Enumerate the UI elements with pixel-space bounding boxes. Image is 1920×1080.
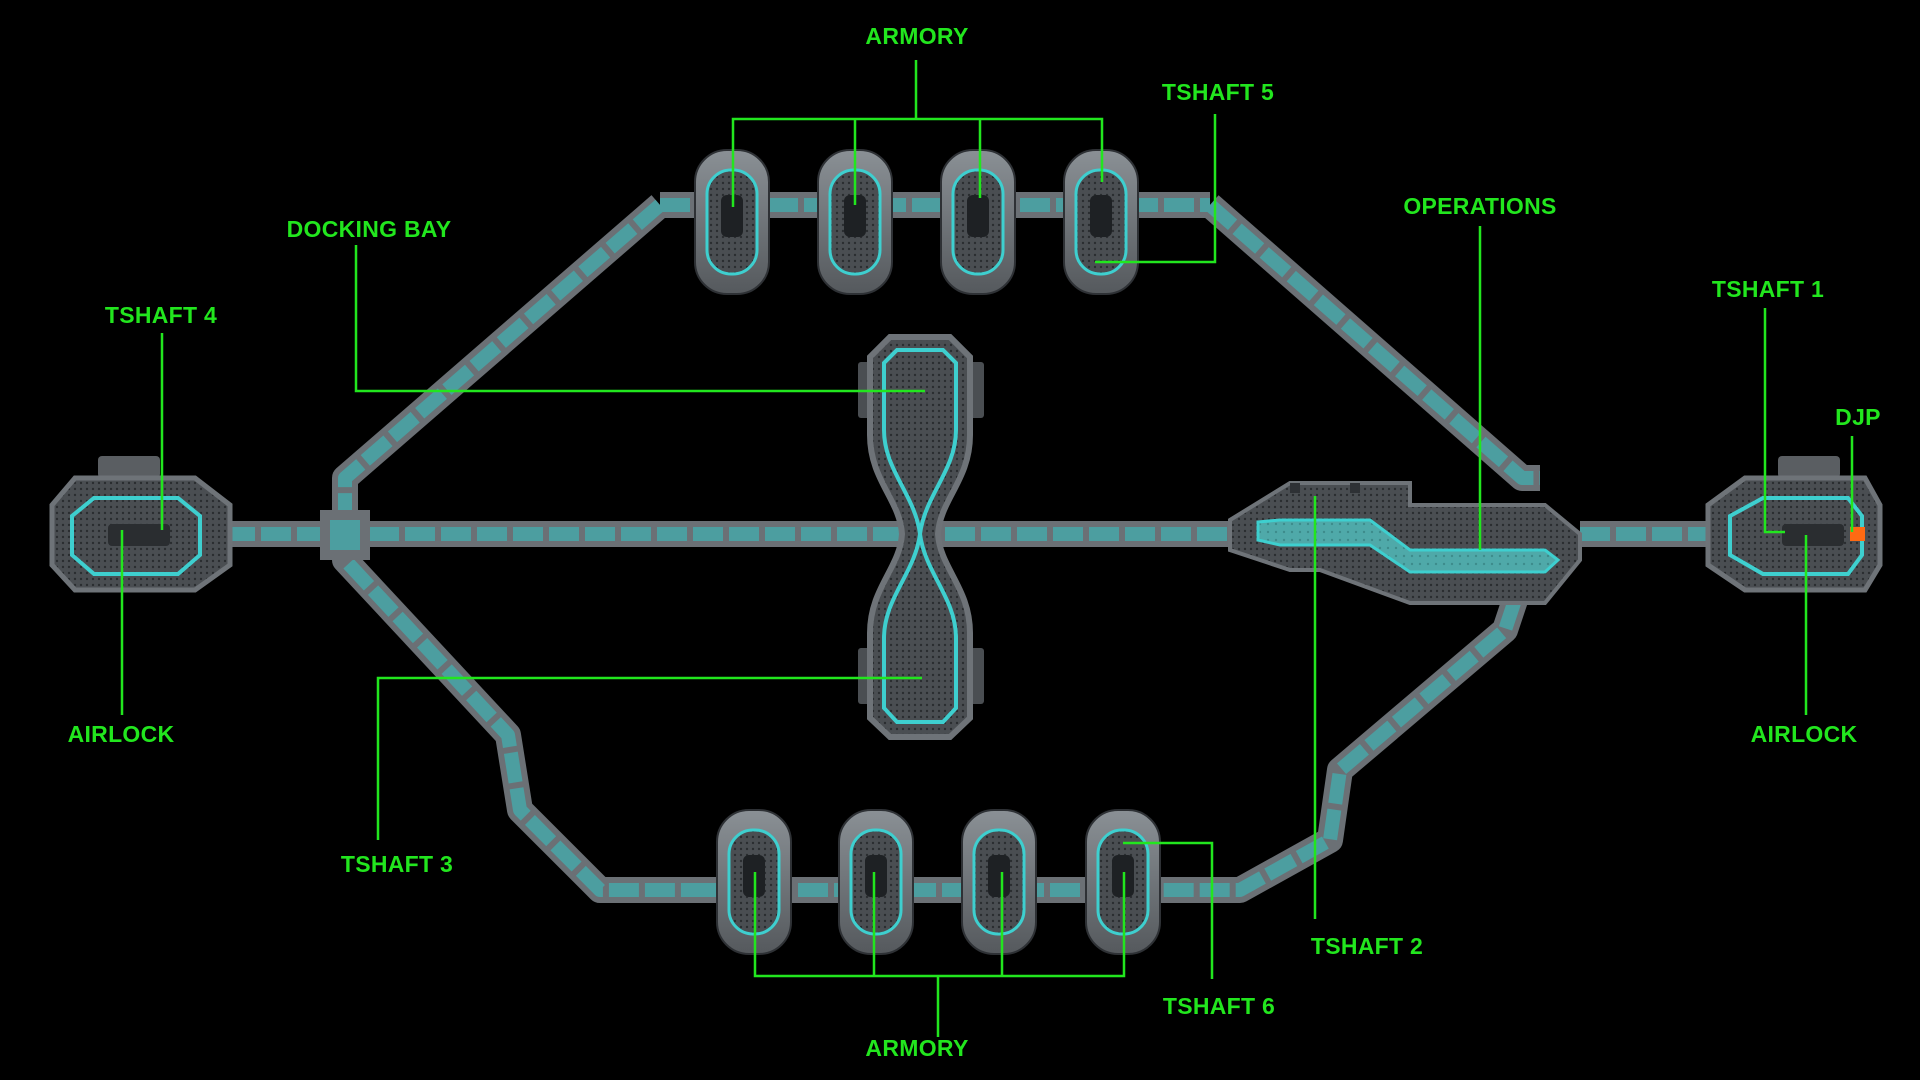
- label-tshaft-6: TSHAFT 6: [1162, 993, 1276, 1019]
- armory-pods-top: [694, 149, 1139, 295]
- operations-module: [1228, 481, 1582, 605]
- label-tshaft-1: TSHAFT 1: [1711, 276, 1825, 302]
- label-tshaft-3: TSHAFT 3: [340, 851, 454, 877]
- djp-marker[interactable]: [1850, 527, 1865, 541]
- label-tshaft-5: TSHAFT 5: [1161, 79, 1275, 105]
- label-armory-bottom: ARMORY: [865, 1035, 969, 1061]
- label-djp: DJP: [1835, 404, 1881, 430]
- label-docking-bay: DOCKING BAY: [286, 216, 452, 242]
- label-airlock-right: AIRLOCK: [1750, 721, 1858, 747]
- label-armory-top: ARMORY: [865, 23, 969, 49]
- label-tshaft-2: TSHAFT 2: [1310, 933, 1424, 959]
- leader-lines: [120, 60, 1854, 1037]
- armory-pod: [940, 149, 1016, 295]
- docking-bay-module: [858, 334, 984, 740]
- armory-pod: [1063, 149, 1139, 295]
- label-operations: OPERATIONS: [1403, 193, 1557, 219]
- armory-pod: [838, 809, 914, 955]
- label-tshaft-4: TSHAFT 4: [104, 302, 218, 328]
- armory-pods-bottom: [716, 809, 1161, 955]
- label-airlock-left: AIRLOCK: [67, 721, 175, 747]
- airlock-module-right: [1705, 456, 1883, 593]
- armory-pod: [961, 809, 1037, 955]
- armory-pod: [694, 149, 770, 295]
- airlock-module-left: [49, 456, 233, 593]
